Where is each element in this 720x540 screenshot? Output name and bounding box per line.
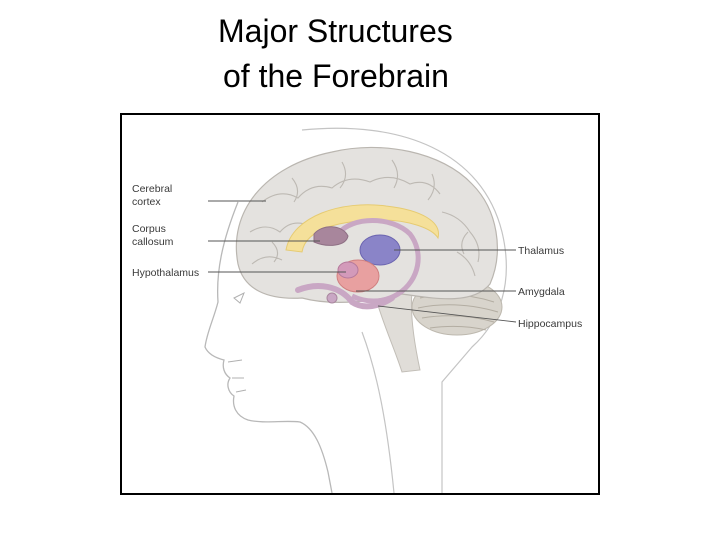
title-line-1: Major Structures <box>218 13 453 49</box>
label-thalamus: Thalamus <box>518 245 564 257</box>
label-corpus-callosum-line1: Corpus <box>132 223 166 235</box>
leader-hippocampus <box>377 305 517 323</box>
label-hypothalamus: Hypothalamus <box>132 267 199 279</box>
hippocampus <box>295 283 395 310</box>
fornix <box>336 218 421 304</box>
corpus-callosum <box>285 204 439 253</box>
neck-outline <box>361 331 395 493</box>
label-cerebral-cortex-line1: Cerebral <box>132 183 172 195</box>
gyri-pattern <box>249 159 480 277</box>
title-line-2: of the Forebrain <box>223 58 449 94</box>
mammillary-body <box>326 292 338 304</box>
limbic-body <box>313 226 349 246</box>
brainstem <box>373 291 421 373</box>
eye-mark <box>233 291 245 304</box>
amygdala <box>337 261 359 279</box>
label-corpus-callosum-line2: callosum <box>132 236 174 248</box>
head-outline <box>204 201 333 493</box>
label-cerebral-cortex-line2: cortex <box>132 196 161 208</box>
label-amygdala: Amygdala <box>518 286 565 298</box>
brain-diagram: Cerebral cortex Corpus callosum Hypothal… <box>132 127 582 493</box>
lip-mark <box>227 359 247 393</box>
label-hippocampus: Hippocampus <box>518 318 582 330</box>
brain-diagram-frame: Cerebral cortex Corpus callosum Hypothal… <box>120 113 600 495</box>
